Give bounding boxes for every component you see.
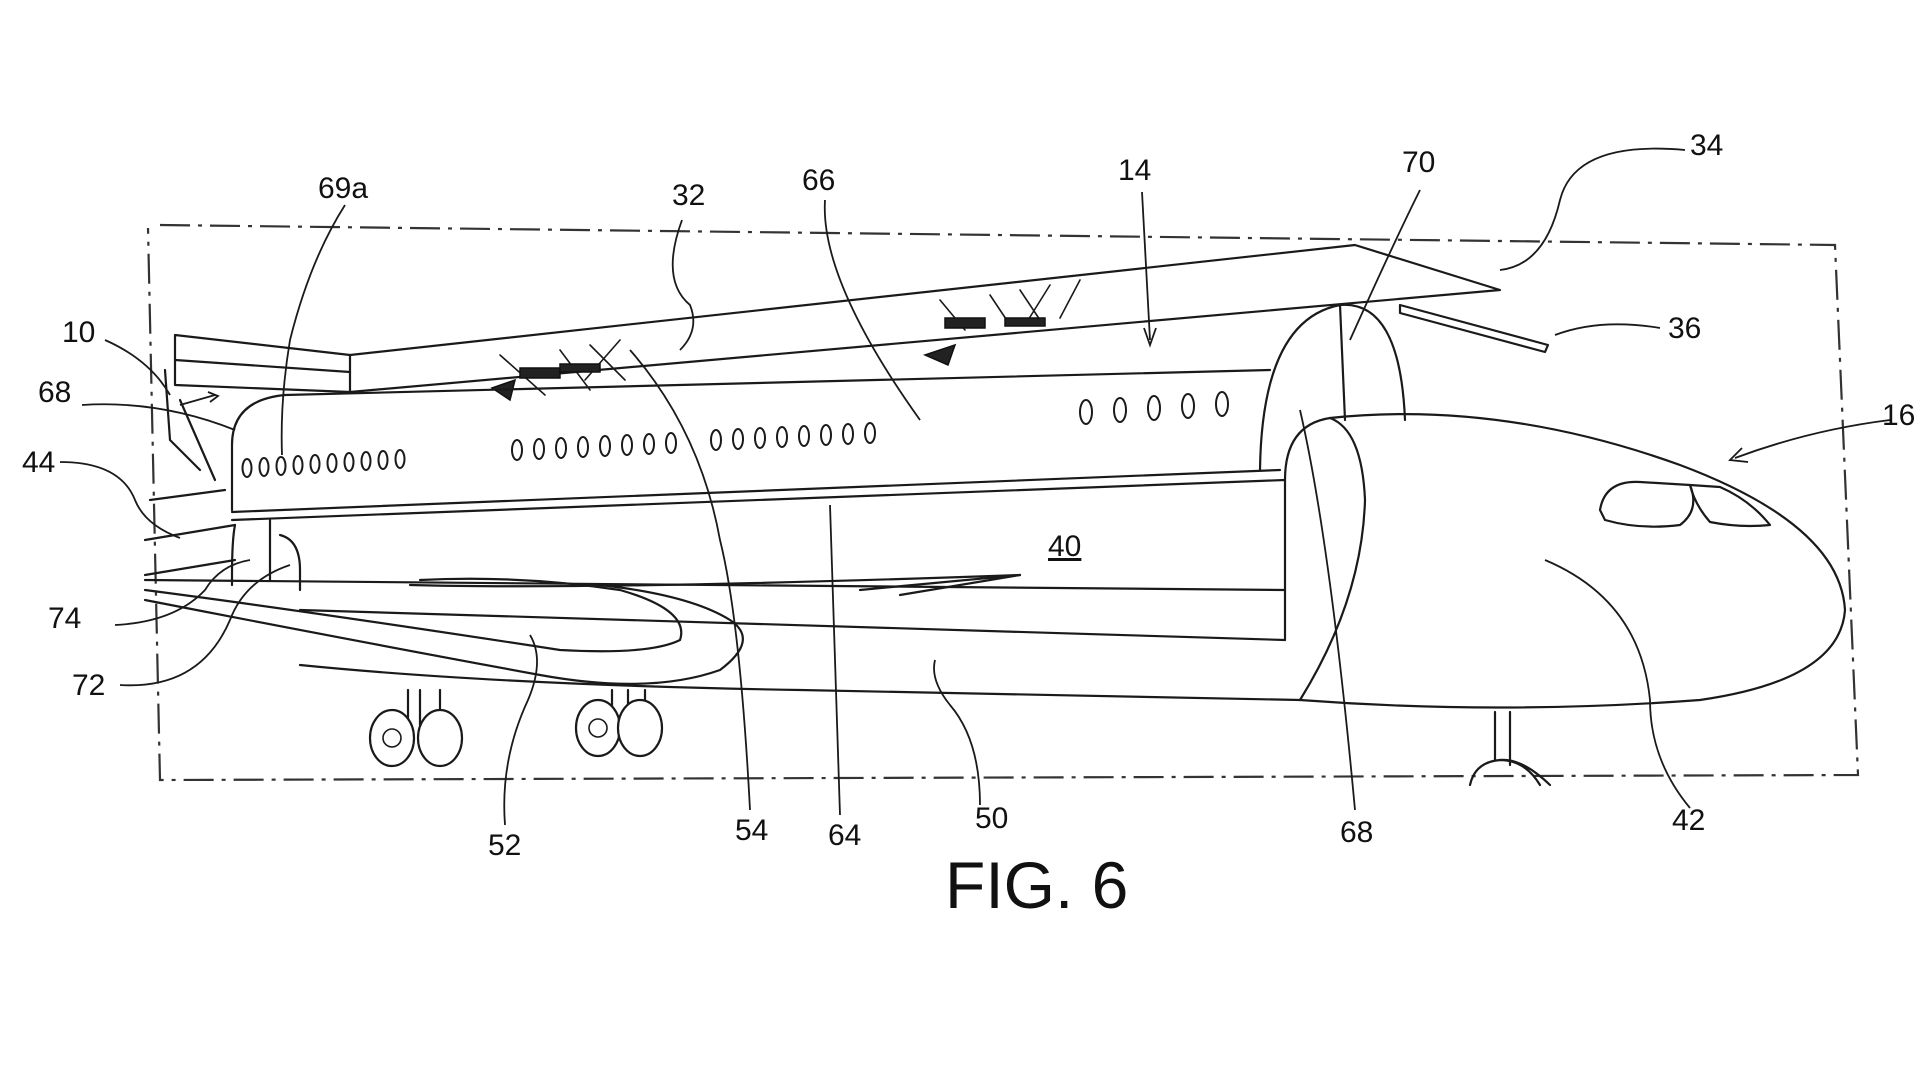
wing <box>143 573 1022 685</box>
ref-69a: 69a <box>318 172 368 205</box>
nose-landing-gear <box>1468 710 1552 787</box>
fuselage <box>143 412 1847 709</box>
ref-54: 54 <box>735 814 768 847</box>
figure-caption: FIG. 6 <box>945 848 1128 922</box>
cockpit-window-left <box>1598 480 1695 528</box>
reference-numerals: 10 68 44 69a 32 66 14 70 34 36 16 40 74 … <box>22 129 1915 862</box>
ref-10: 10 <box>62 316 95 349</box>
ref-40: 40 <box>1048 530 1081 563</box>
ref-44: 44 <box>22 446 55 479</box>
ref-36: 36 <box>1668 312 1701 345</box>
ref-34: 34 <box>1690 129 1723 162</box>
ref-50: 50 <box>975 802 1008 835</box>
ref-32: 32 <box>672 179 705 212</box>
leader-lines <box>59 147 1891 826</box>
cabin-windows-front <box>1079 391 1229 425</box>
ref-72: 72 <box>72 669 105 702</box>
tail-section <box>143 368 237 577</box>
ref-52: 52 <box>488 829 521 862</box>
ref-66: 66 <box>802 164 835 197</box>
cabin-windows-rear <box>241 449 406 478</box>
ref-42: 42 <box>1672 804 1705 837</box>
ref-74: 74 <box>48 602 81 635</box>
ref-14: 14 <box>1118 154 1151 187</box>
cabin-windows-mid <box>511 422 876 461</box>
main-landing-gear-front <box>574 688 664 758</box>
ref-64: 64 <box>828 819 861 852</box>
ref-16: 16 <box>1882 399 1915 432</box>
ref-68-left: 68 <box>38 376 71 409</box>
cabin-module <box>230 303 1407 522</box>
cockpit-window-right <box>1688 483 1772 528</box>
ref-70: 70 <box>1402 146 1435 179</box>
main-landing-gear-rear <box>368 688 464 768</box>
ref-68-right: 68 <box>1340 816 1373 849</box>
boundary-frame <box>146 223 1860 782</box>
